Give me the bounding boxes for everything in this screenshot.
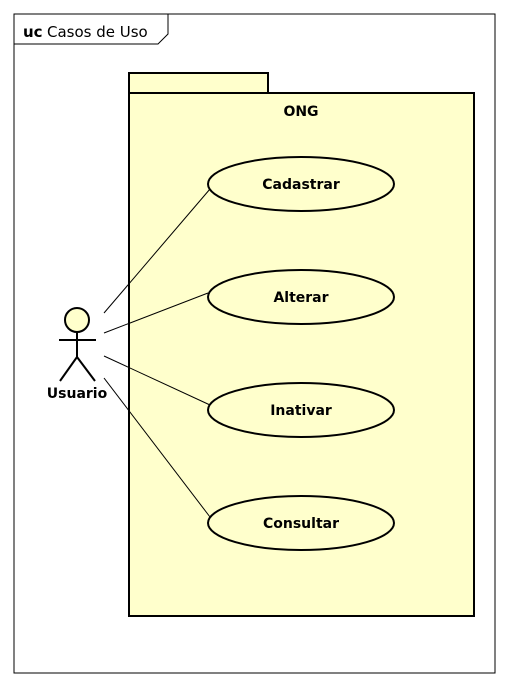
actor-right-leg-icon <box>76 356 96 382</box>
use-case-ellipse <box>207 156 395 212</box>
actor-head-icon <box>64 307 90 333</box>
use-case-ellipse <box>207 495 395 551</box>
association-cadastrar <box>103 188 211 314</box>
frame-keyword: uc <box>23 23 43 41</box>
use-case-label: Inativar <box>270 403 332 419</box>
association-alterar <box>103 292 209 334</box>
use-case-consultar[interactable]: Consultar <box>207 495 395 551</box>
use-case-inativar[interactable]: Inativar <box>207 382 395 438</box>
frame-name: Casos de Uso <box>47 23 148 41</box>
use-case-cadastrar[interactable]: Cadastrar <box>207 156 395 212</box>
package-tab <box>128 72 269 94</box>
use-case-label: Consultar <box>263 516 339 532</box>
association-inativar <box>103 355 211 406</box>
use-case-label: Cadastrar <box>262 177 340 193</box>
actor-label: Usuario <box>47 386 108 402</box>
actor-left-leg-icon <box>59 356 78 382</box>
use-case-ellipse <box>207 269 395 325</box>
frame-label-tab <box>14 14 169 45</box>
use-case-ellipse <box>207 382 395 438</box>
actor-usuario[interactable]: Usuario <box>47 307 108 402</box>
association-consultar <box>103 377 211 518</box>
package-name: ONG <box>283 104 318 120</box>
use-case-alterar[interactable]: Alterar <box>207 269 395 325</box>
use-case-label: Alterar <box>273 290 328 306</box>
